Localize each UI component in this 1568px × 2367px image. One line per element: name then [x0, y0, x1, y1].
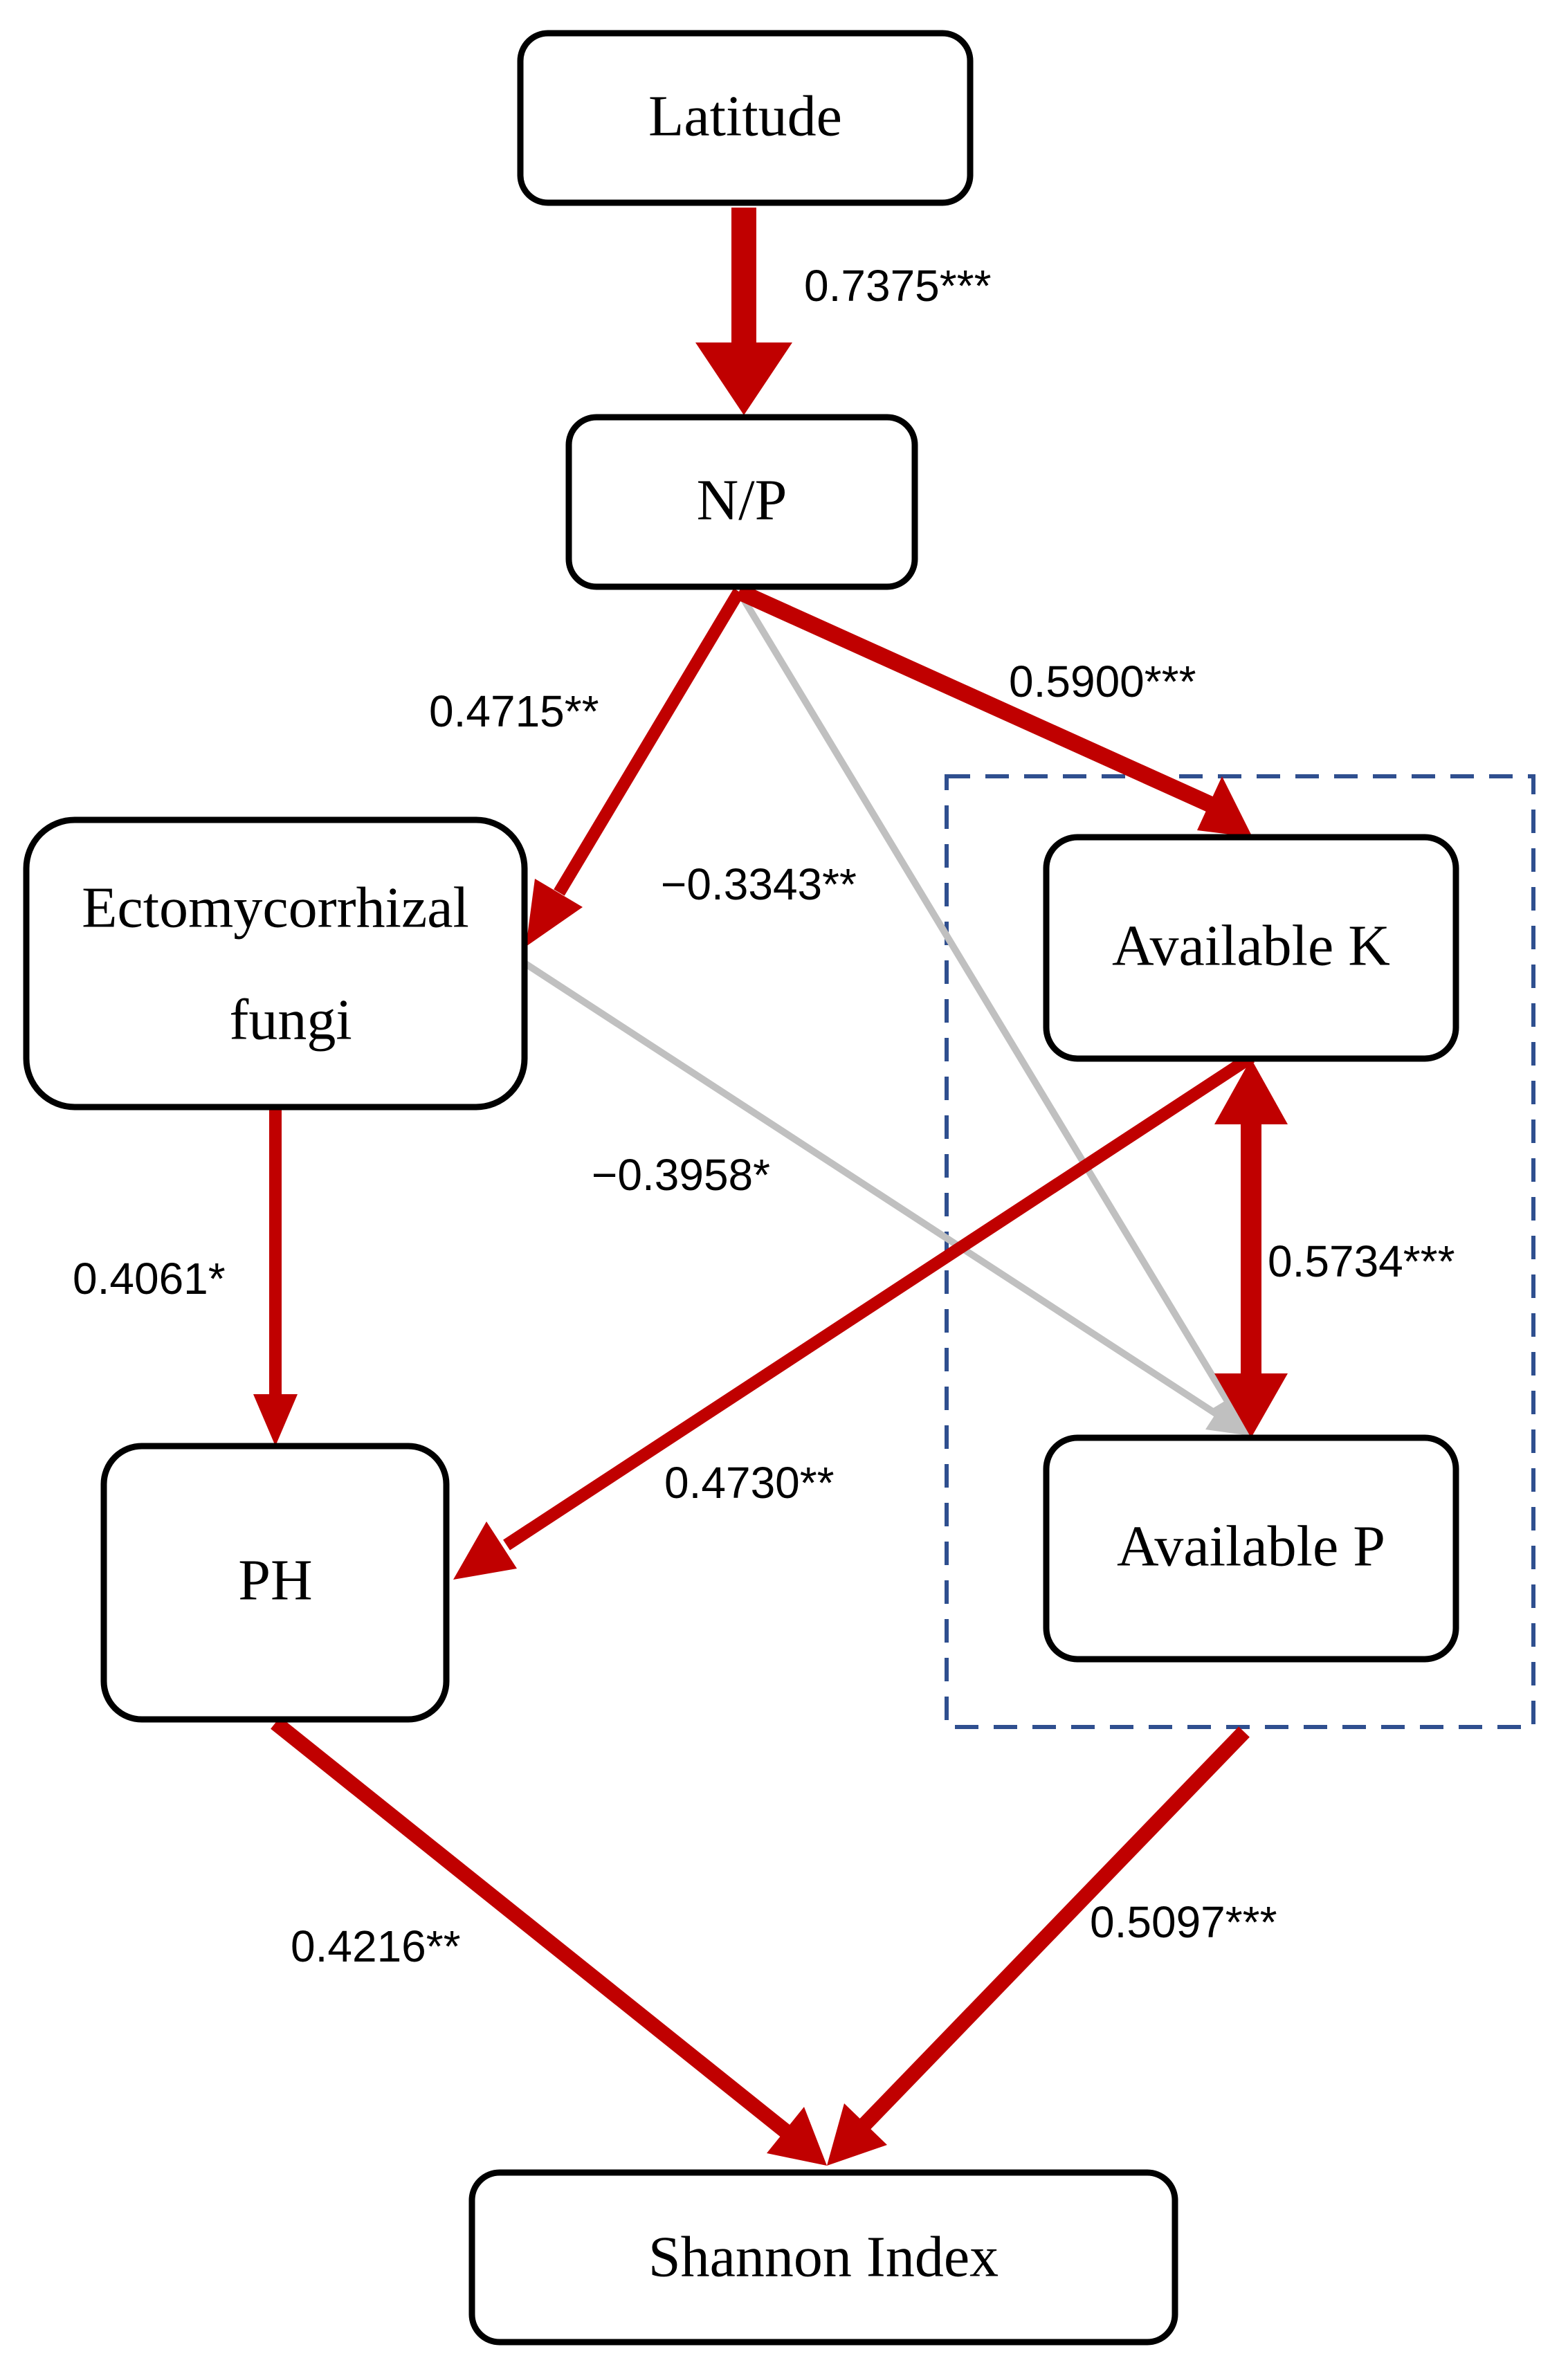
node-ecto-label-line2: fungi: [229, 987, 352, 1052]
node-ph: PH: [100, 1443, 450, 1723]
edge-labels-layer: 0.7375*** 0.4715** 0.5900*** −0.3343** −…: [73, 261, 1455, 1971]
edge-np-to-ecto-arrowhead: [526, 879, 583, 947]
edge-np-to-ecto-line: [554, 588, 745, 896]
edge-np-to-available-p-line: [736, 590, 1235, 1410]
node-ecto-box: [23, 816, 528, 1111]
node-ectomycorrhizal-fungi: Ectomycorrhizal fungi: [23, 816, 528, 1111]
edge-ecto-to-available-p: [520, 958, 1250, 1436]
node-ph-label: PH: [238, 1548, 312, 1612]
edge-available-k-to-ph: [453, 1052, 1255, 1580]
edge-available-k-to-ph-arrowhead: [453, 1521, 517, 1580]
edge-available-k-to-available-p-arrowhead-up: [1214, 1059, 1288, 1124]
node-shannon-label: Shannon Index: [648, 2224, 999, 2289]
label-available-k-to-available-p: 0.5734***: [1268, 1236, 1455, 1286]
edge-group-to-shannon-arrowhead: [827, 2103, 887, 2166]
edge-available-k-to-available-p: [1214, 1059, 1288, 1438]
label-np-to-available-k: 0.5900***: [1009, 657, 1196, 706]
label-group-to-shannon: 0.5097***: [1090, 1897, 1277, 1947]
label-available-k-to-ph: 0.4730**: [664, 1458, 835, 1508]
node-np-label: N/P: [697, 468, 787, 532]
node-latitude-label: Latitude: [648, 84, 842, 148]
node-available-p-label: Available P: [1117, 1514, 1385, 1578]
edge-np-to-ecto: [526, 588, 745, 947]
edge-latitude-to-np-arrowhead: [695, 342, 792, 415]
node-available-p: Available P: [1043, 1434, 1459, 1663]
edge-available-k-to-ph-line: [503, 1052, 1255, 1551]
label-latitude-to-np: 0.7375***: [804, 261, 991, 311]
label-ecto-to-available-p: −0.3958*: [592, 1150, 770, 1200]
edges-layer: [253, 208, 1288, 2166]
edge-ph-to-shannon: [271, 1717, 827, 2166]
edge-ecto-to-available-p-line: [520, 958, 1220, 1418]
edge-group-to-shannon: [827, 1726, 1250, 2166]
label-ph-to-shannon: 0.4216**: [291, 1921, 461, 1971]
node-shannon-index: Shannon Index: [468, 2169, 1178, 2346]
edge-np-to-available-k: [736, 584, 1252, 837]
node-np-box: [565, 414, 918, 590]
label-np-to-available-p: −0.3343**: [661, 859, 857, 909]
label-ecto-to-ph: 0.4061*: [73, 1254, 226, 1304]
node-shannon-box: [468, 2169, 1178, 2346]
edge-ecto-to-ph: [253, 1107, 298, 1446]
node-available-k: Available K: [1043, 834, 1459, 1062]
edge-ph-to-shannon-arrowhead: [767, 2107, 827, 2166]
node-latitude-box: [517, 30, 974, 206]
edge-np-to-available-k-arrowhead: [1197, 776, 1252, 837]
node-ecto-label-line1: Ectomycorrhizal: [82, 875, 469, 940]
edge-np-to-available-k-line: [736, 584, 1214, 812]
node-np: N/P: [565, 414, 918, 590]
node-latitude: Latitude: [517, 30, 974, 206]
edge-ecto-to-ph-arrowhead: [253, 1394, 298, 1446]
edge-ecto-to-available-p-arrowhead: [1205, 1402, 1250, 1436]
node-available-k-box: [1043, 834, 1459, 1062]
edge-ph-to-shannon-line: [271, 1717, 790, 2137]
edge-available-k-to-available-p-arrowhead-down: [1214, 1373, 1288, 1438]
label-np-to-ecto: 0.4715**: [429, 686, 599, 736]
edge-latitude-to-np: [695, 208, 792, 415]
node-ph-box: [100, 1443, 450, 1723]
node-available-p-box: [1043, 1434, 1459, 1663]
edge-group-to-shannon-line: [859, 1726, 1250, 2130]
node-available-k-label: Available K: [1112, 913, 1390, 978]
